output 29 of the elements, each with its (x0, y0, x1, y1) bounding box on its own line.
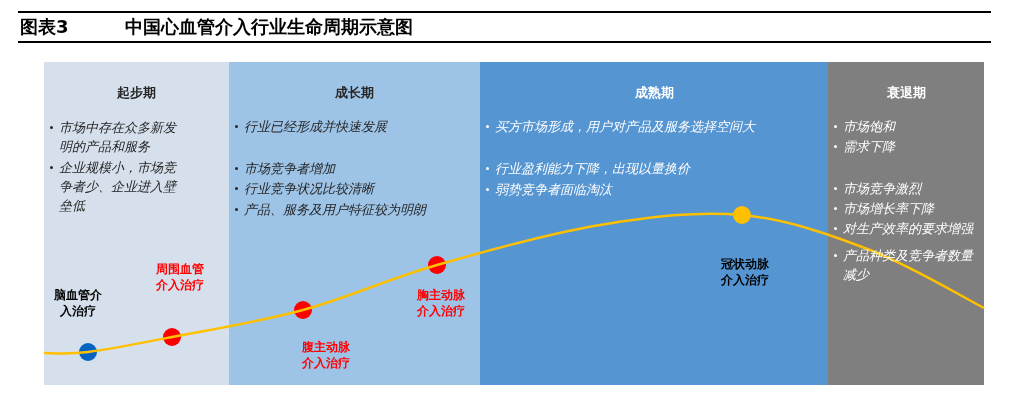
bullet-text: 买方市场形成，用户对产品及服务选择空间大 (495, 118, 757, 136)
stage-heading: 衰退期 (885, 84, 927, 102)
bullet-text: 产品、服务及用户特征较为明朗 (244, 201, 428, 219)
bullet-text: 市场竞争者增加 (244, 160, 337, 178)
bullet-text: 市场增长率下降 (843, 200, 936, 218)
bullet-text: 对生产效率的要求增强 (843, 220, 975, 238)
milestone-label: 冠状动脉介入治疗 (720, 256, 770, 288)
stage-heading: 成熟期 (633, 84, 675, 102)
bullet-text: 市场饱和 (843, 118, 897, 136)
bullet-text: 行业已经形成并快速发展 (244, 118, 389, 136)
milestone-label: 脑血管介入治疗 (53, 287, 103, 319)
title: 中国心血管介入行业生命周期示意图 (125, 15, 413, 39)
stage-heading: 成长期 (334, 84, 375, 102)
figure-number: 图表3 (20, 15, 69, 39)
milestone-label: 胸主动脉介入治疗 (416, 287, 466, 319)
stage-panel (44, 62, 229, 385)
bullet-text: 弱势竞争者面临淘汰 (495, 181, 614, 199)
bullet-text: 行业竞争状况比较清晰 (244, 180, 377, 198)
milestone-label: 周围血管介入治疗 (155, 261, 205, 293)
stage-panel (480, 62, 828, 385)
bullet-text: 需求下降 (843, 138, 897, 156)
stage-panel (828, 62, 984, 385)
milestone-label: 腹主动脉介入治疗 (301, 339, 351, 371)
bullet-text: 行业盈利能力下降，出现以量换价 (495, 160, 692, 178)
stage-panel (229, 62, 480, 385)
bullet-text: 市场中存在众多新发明的产品和服务 (59, 119, 178, 156)
bullet-text: 企业规模小，市场竞争者少、企业进入壁垒低 (59, 159, 179, 215)
stage-heading: 起步期 (116, 84, 157, 102)
bullet-text: 市场竞争激烈 (843, 180, 924, 198)
